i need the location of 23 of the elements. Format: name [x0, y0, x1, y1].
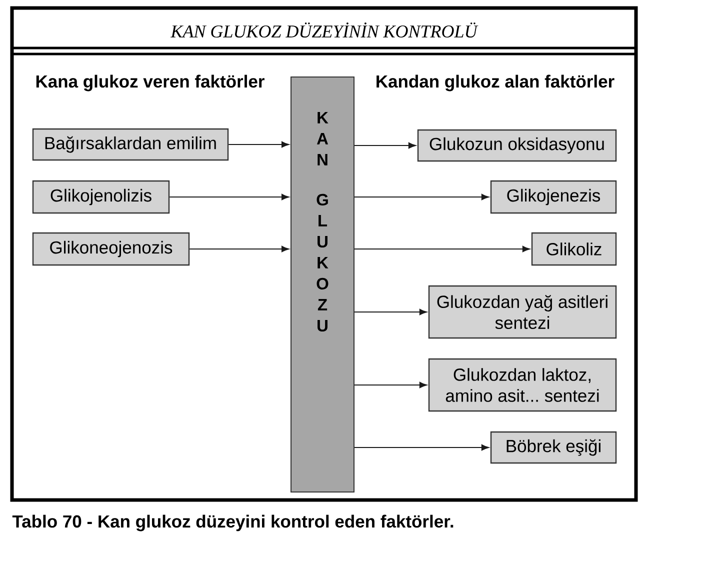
factor-box: Glikojenezis: [490, 180, 617, 214]
factor-box: Glukozdan yağ asitleri sentezi: [428, 285, 617, 339]
column-heading: Kandan glukoz alan faktörler: [376, 74, 614, 92]
arrow: [354, 382, 427, 388]
arrow: [169, 194, 289, 200]
factor-box: Glukozdan laktoz, amino asit... sentezi: [428, 358, 617, 412]
arrow: [354, 308, 427, 316]
caption: Tablo 70 - Kan glukoz düzeyini kontrol eden faktörler.: [12, 514, 454, 532]
factor-box: Glikojenolizis: [32, 180, 170, 214]
diagram-title: KAN GLUKOZ DÜZEYİNİN KONTROLÜ: [170, 22, 478, 38]
arrow: [354, 246, 530, 252]
arrow: [354, 142, 416, 149]
arrow: [228, 141, 289, 148]
column-heading: Kana glukoz veren faktörler: [36, 74, 264, 92]
arrow: [354, 194, 489, 200]
factor-box: Glukozun oksidasyonu: [417, 129, 617, 162]
arrow: [189, 246, 289, 252]
vertical-bar: K A N G L U K O Z U: [290, 76, 354, 492]
factor-box: Glikoneojenozis: [32, 232, 190, 266]
factor-box: Böbrek eşiği: [490, 431, 617, 464]
factor-box: Bağırsaklardan emilim: [32, 128, 229, 161]
arrow: [354, 444, 489, 451]
factor-box: Glikoliz: [531, 232, 617, 266]
